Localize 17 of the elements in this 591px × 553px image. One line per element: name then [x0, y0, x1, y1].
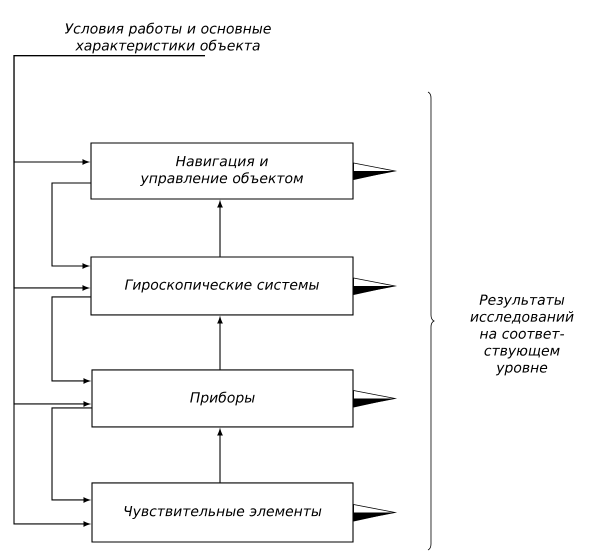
process-box: Чувствительные элементы [91, 482, 354, 543]
heading-text: Условия работы и основные характеристики объекта [64, 22, 271, 54]
output-arrow [353, 390, 398, 408]
process-box: Приборы [91, 369, 354, 428]
process-box: Навигация и управление объектом [90, 142, 354, 200]
input-arrow [13, 54, 205, 527]
arrow [217, 317, 223, 370]
arrow [51, 182, 90, 269]
arrow [51, 296, 90, 384]
arrow [217, 201, 223, 256]
output-arrow [353, 504, 398, 522]
output-arrow [353, 278, 398, 295]
note-text: Результаты исследований на соответ- ствующем уровне [470, 294, 574, 376]
arrow [51, 407, 92, 503]
process-box: Гироскопические системы [90, 256, 354, 316]
output-arrow [353, 162, 398, 180]
arrow [217, 429, 223, 482]
